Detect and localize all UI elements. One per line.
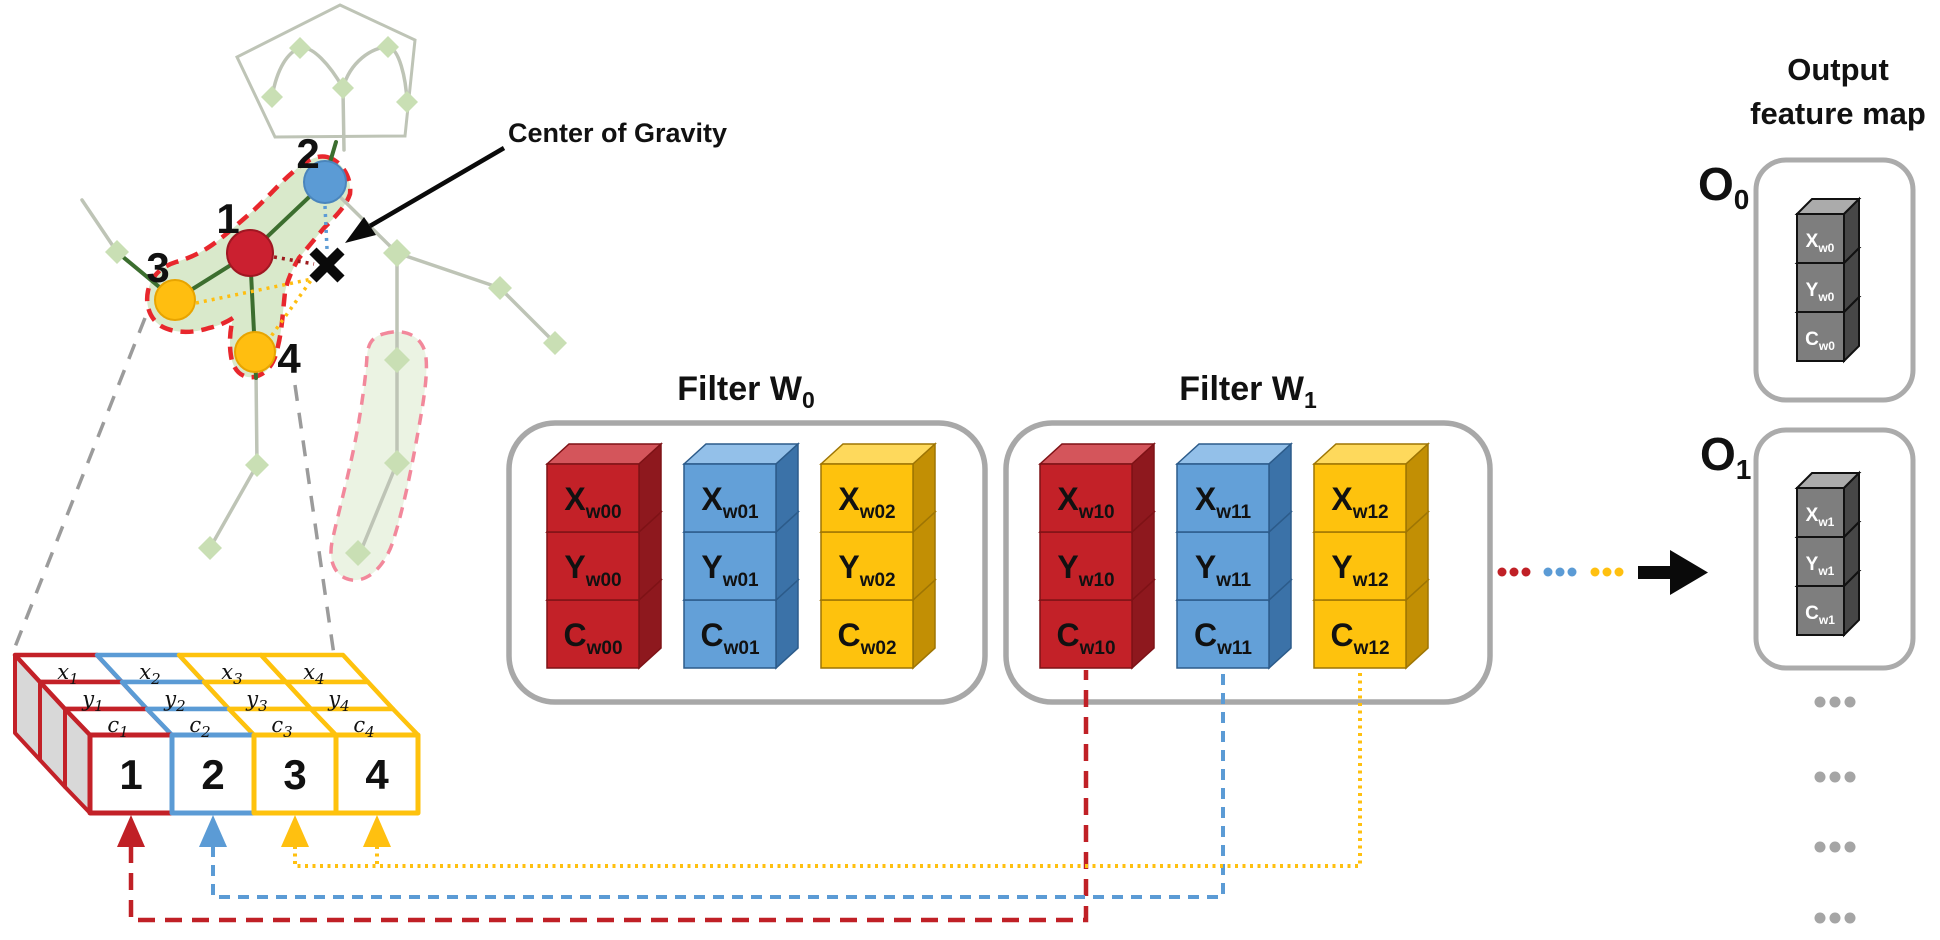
output-o1-label: O1 <box>1700 428 1751 485</box>
output-cube-label: Cw1 <box>1805 603 1835 627</box>
slab-cell-label: c4 <box>353 713 374 741</box>
slab-cell-label: x3 <box>221 660 242 688</box>
joint-4-label: 4 <box>277 335 301 382</box>
yellow-up-arrow <box>363 815 391 847</box>
head-pentagon <box>235 3 417 139</box>
skeleton-diamonds <box>105 36 567 566</box>
filter-w1-red-stack: Xw10 Yw10 Cw10 <box>1038 442 1156 670</box>
output-title-line2: feature map <box>1750 96 1926 131</box>
slab-cell-label: c3 <box>271 713 292 741</box>
output-o0-stack: Xw0 Yw0 Cw0 <box>1794 196 1862 364</box>
filter-w1-box <box>1003 420 1493 705</box>
cog-label: Center of Gravity <box>508 118 727 148</box>
output-cube-label: Yw0 <box>1806 280 1835 304</box>
filter-w0-yellow-stack: Xw02 Yw02 Cw02 <box>819 442 937 670</box>
center-of-gravity-x-icon <box>309 247 345 283</box>
output-title-line1: Output <box>1787 52 1889 87</box>
joint-3-circle <box>154 279 196 321</box>
filter-w1-blue-stack: Xw11 Yw11 Cw11 <box>1175 442 1293 670</box>
cube-label: Yw00 <box>564 549 621 591</box>
output-feature-map: Output feature map O0 Xw0 Yw0 Cw0 O1 Xw1… <box>1698 52 1926 924</box>
filter-w0-box <box>506 420 988 705</box>
skeleton-figure: 1 2 3 4 Center of Gravity <box>11 3 727 656</box>
leg-highlight-region <box>329 330 429 582</box>
slab-front-3: 3 <box>283 751 306 798</box>
filter-w0-blue-stack: Xw01 Yw01 Cw01 <box>682 442 800 670</box>
output-o1-box <box>1753 427 1916 671</box>
cube-label: Yw12 <box>1331 549 1388 591</box>
slab-front-2: 2 <box>201 751 224 798</box>
cube-label: Cw10 <box>1056 617 1115 659</box>
cog-dotted-lines <box>195 205 329 344</box>
slab-cell-label: y2 <box>163 687 185 715</box>
result-arrow-icon <box>1638 550 1708 595</box>
filter-w0-title: Filter W0 <box>677 370 814 413</box>
joint-3-label: 3 <box>146 244 169 291</box>
cube-label: Cw11 <box>1194 617 1252 659</box>
joint-1-circle <box>226 229 274 277</box>
blue-connector <box>211 670 1225 899</box>
output-o1-stack: Xw1 Yw1 Cw1 <box>1794 470 1862 638</box>
slab-cell-label: x1 <box>57 660 78 688</box>
filter-w1-title: Filter W1 <box>1179 370 1317 413</box>
output-cube-label: Cw0 <box>1805 329 1835 353</box>
projection-line-right <box>293 384 336 656</box>
joint-4-circle <box>234 331 276 373</box>
output-o0-box <box>1753 157 1916 403</box>
slab-cell-label: y1 <box>81 687 103 715</box>
cog-arrow <box>345 146 506 243</box>
cube-label: Cw00 <box>563 617 622 659</box>
cube-label: Xw01 <box>701 481 759 523</box>
red-connector <box>128 670 1089 923</box>
connector-arrowheads <box>117 815 391 847</box>
joint-2-label: 2 <box>296 130 319 177</box>
slab-front-1: 1 <box>119 751 142 798</box>
slab-cell-label: y4 <box>327 687 349 715</box>
output-cube-label: Yw1 <box>1806 554 1835 578</box>
cube-label: Xw00 <box>564 481 621 523</box>
face-curves <box>270 45 409 152</box>
cube-label: Cw12 <box>1330 617 1389 659</box>
yellow-up-arrow <box>281 815 309 847</box>
blue-up-arrow <box>199 815 227 847</box>
slab-cell-label: y3 <box>245 687 267 715</box>
output-o0-label: O0 <box>1698 158 1749 215</box>
input-slab: x1 x2 x3 x4 y1 y2 y3 y4 c1 c2 c3 c4 1 2 … <box>12 652 421 816</box>
connector-lines <box>128 670 1362 923</box>
cube-label: Yw01 <box>701 549 759 591</box>
slab-front-4: 4 <box>365 751 389 798</box>
output-cube-label: Xw0 <box>1806 231 1835 255</box>
joint-2-circle <box>303 160 347 204</box>
filter-w0-red-stack: Xw00 Yw00 Cw00 <box>545 442 663 670</box>
cube-label: Xw11 <box>1195 481 1252 523</box>
filter-w1: Filter W1 Xw10 Yw10 Cw10 Xw11 Yw11 Cw11 … <box>1003 370 1493 705</box>
slab-cell-label: x2 <box>139 660 160 688</box>
more-maps-dots <box>1814 696 1856 924</box>
cube-label: Cw01 <box>700 617 759 659</box>
slab-cell-label: c2 <box>189 713 210 741</box>
cube-label: Cw02 <box>837 617 896 659</box>
output-cube-label: Xw1 <box>1806 505 1835 529</box>
joint-1-label: 1 <box>216 195 239 242</box>
cube-label: Xw02 <box>838 481 895 523</box>
red-up-arrow <box>117 815 145 847</box>
filter-w1-yellow-stack: Xw12 Yw12 Cw12 <box>1312 442 1430 670</box>
cube-label: Yw02 <box>838 549 895 591</box>
continuation-dots <box>1497 567 1624 577</box>
cube-label: Xw12 <box>1331 481 1388 523</box>
filter-w0: Filter W0 Xw00 Yw00 Cw00 Xw01 Yw01 Cw01 … <box>506 370 988 705</box>
cube-label: Xw10 <box>1057 481 1114 523</box>
slab-cell-label: c1 <box>107 713 128 741</box>
yellow-connector <box>293 670 1362 868</box>
projection-line-left <box>11 317 147 653</box>
cube-label: Yw11 <box>1195 549 1252 591</box>
slab-cell-label: x4 <box>303 660 324 688</box>
cube-label: Yw10 <box>1057 549 1114 591</box>
skeleton-bones <box>80 180 557 555</box>
